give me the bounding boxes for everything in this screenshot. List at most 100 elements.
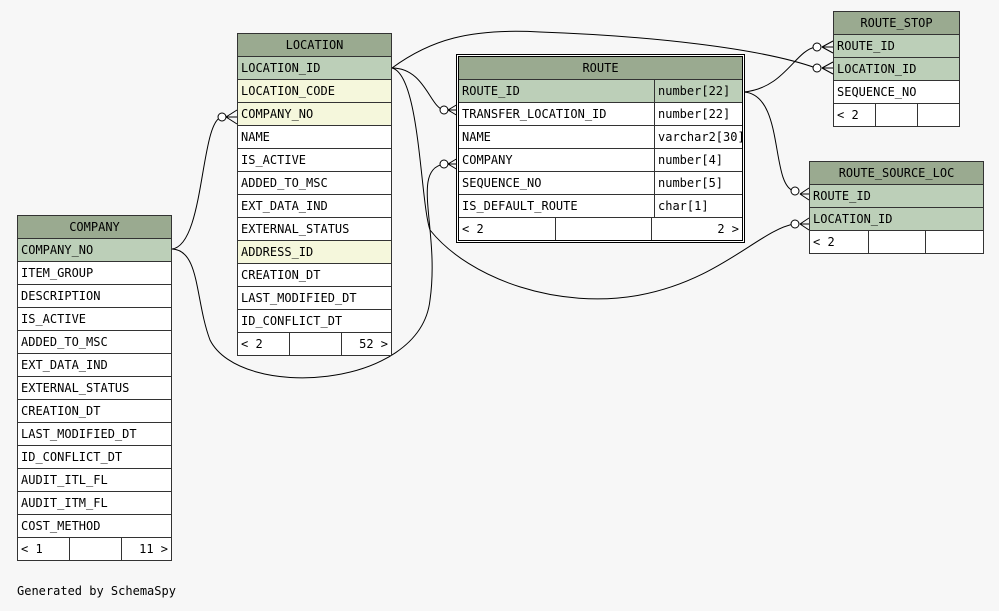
rel-company-location	[171, 116, 223, 250]
column-row[interactable]: ID_CONFLICT_DT	[18, 446, 171, 469]
column-name: IS_ACTIVE	[21, 312, 87, 326]
column-row[interactable]: LAST_MODIFIED_DT	[238, 287, 391, 310]
column-name: AUDIT_ITM_FL	[21, 496, 108, 510]
table-footer: < 2	[810, 231, 983, 253]
column-name: ID_CONFLICT_DT	[241, 314, 343, 328]
column-row[interactable]: COST_METHOD	[18, 515, 171, 538]
column-name: ADDRESS_ID	[241, 245, 314, 259]
column-name: ROUTE_ID	[813, 189, 871, 203]
table-title[interactable]: COMPANY	[18, 216, 171, 239]
rel-location-routestop	[391, 30, 817, 69]
column-name: ITEM_GROUP	[21, 266, 94, 280]
children-count[interactable]: 2 >	[717, 222, 739, 236]
column-row[interactable]: COMPANY_NO	[18, 239, 171, 262]
column-row[interactable]: COMPANY_NO	[238, 103, 391, 126]
column-row[interactable]: ROUTE_ID	[834, 35, 959, 58]
column-row[interactable]: CREATION_DT	[238, 264, 391, 287]
column-row[interactable]: AUDIT_ITM_FL	[18, 492, 171, 515]
column-row[interactable]: LAST_MODIFIED_DT	[18, 423, 171, 446]
column-name: COST_METHOD	[21, 519, 101, 533]
parents-count[interactable]: < 2	[238, 333, 290, 355]
company-table[interactable]: COMPANY COMPANY_NO ITEM_GROUP DESCRIPTION I…	[17, 215, 172, 561]
column-name: ADDED_TO_MSC	[21, 335, 108, 349]
column-row[interactable]: ADDED_TO_MSC	[238, 172, 391, 195]
column-name: CREATION_DT	[21, 404, 101, 418]
table-footer: < 2 52 >	[238, 333, 391, 355]
column-name: EXT_DATA_IND	[241, 199, 328, 213]
location-table[interactable]: LOCATION LOCATION_ID LOCATION_CODE COMPANY…	[237, 33, 392, 356]
column-name: EXTERNAL_STATUS	[241, 222, 350, 236]
column-name: COMPANY	[459, 149, 655, 171]
column-row[interactable]: EXTERNAL_STATUS	[18, 377, 171, 400]
column-row[interactable]: EXTERNAL_STATUS	[238, 218, 391, 241]
column-name: IS_DEFAULT_ROUTE	[459, 195, 655, 217]
column-name: AUDIT_ITL_FL	[21, 473, 108, 487]
row-count	[869, 231, 926, 253]
column-name: ROUTE_ID	[459, 80, 655, 102]
column-name: ADDED_TO_MSC	[241, 176, 328, 190]
table-title[interactable]: ROUTE_STOP	[834, 12, 959, 35]
column-row[interactable]: NAME	[238, 126, 391, 149]
column-name: LAST_MODIFIED_DT	[21, 427, 137, 441]
children-count	[918, 104, 959, 126]
row-count	[876, 104, 918, 126]
column-row[interactable]: ADDED_TO_MSC	[18, 331, 171, 354]
column-row[interactable]: SEQUENCE_NO	[834, 81, 959, 104]
column-row[interactable]: IS_ACTIVE	[18, 308, 171, 331]
column-type: number[22]	[658, 107, 731, 121]
column-name: COMPANY_NO	[241, 107, 314, 121]
children-count[interactable]: 11 >	[139, 542, 168, 556]
rel-route-routestop	[743, 46, 817, 93]
route-source-loc-table[interactable]: ROUTE_SOURCE_LOC ROUTE_ID LOCATION_ID < 2	[809, 161, 984, 254]
row-count	[556, 218, 652, 240]
column-row[interactable]: EXT_DATA_IND	[18, 354, 171, 377]
parents-count[interactable]: < 2	[459, 218, 556, 240]
column-row[interactable]: LOCATION_CODE	[238, 80, 391, 103]
table-footer: < 1 11 >	[18, 538, 171, 560]
column-type: char[1]	[658, 199, 709, 213]
column-row[interactable]: IS_ACTIVE	[238, 149, 391, 172]
rel-location-routesource	[391, 67, 795, 300]
table-title[interactable]: ROUTE_SOURCE_LOC	[810, 162, 983, 185]
parents-count[interactable]: < 1	[18, 538, 70, 560]
column-name: LOCATION_CODE	[241, 84, 335, 98]
table-footer: < 2 2 >	[459, 218, 742, 240]
column-row[interactable]: LOCATION_ID	[238, 57, 391, 80]
column-name: NAME	[459, 126, 655, 148]
table-title[interactable]: LOCATION	[238, 34, 391, 57]
rel-company-route	[171, 163, 445, 379]
column-row[interactable]: AUDIT_ITL_FL	[18, 469, 171, 492]
column-row[interactable]: ID_CONFLICT_DT	[238, 310, 391, 333]
column-name: CREATION_DT	[241, 268, 321, 282]
column-row[interactable]: ADDRESS_ID	[238, 241, 391, 264]
column-type: number[4]	[658, 153, 724, 167]
column-name: LOCATION_ID	[241, 61, 321, 75]
column-row[interactable]: ROUTE_ID	[810, 185, 983, 208]
rel-route-routesource	[743, 91, 795, 192]
parents-count[interactable]: < 2	[834, 104, 876, 126]
column-type: number[22]	[658, 84, 731, 98]
column-row[interactable]: DESCRIPTION	[18, 285, 171, 308]
column-type: number[5]	[658, 176, 724, 190]
column-row[interactable]: LOCATION_ID	[834, 58, 959, 81]
column-row[interactable]: LOCATION_ID	[810, 208, 983, 231]
column-row[interactable]: EXT_DATA_IND	[238, 195, 391, 218]
table-title[interactable]: ROUTE	[459, 57, 742, 80]
column-row[interactable]: CREATION_DT	[18, 400, 171, 423]
column-row[interactable]: ITEM_GROUP	[18, 262, 171, 285]
column-name: LOCATION_ID	[813, 212, 893, 226]
column-name: ROUTE_ID	[837, 39, 895, 53]
generated-by-label: Generated by SchemaSpy	[17, 584, 176, 598]
column-name: DESCRIPTION	[21, 289, 101, 303]
children-count[interactable]: 52 >	[359, 337, 388, 351]
parents-count[interactable]: < 2	[810, 231, 869, 253]
